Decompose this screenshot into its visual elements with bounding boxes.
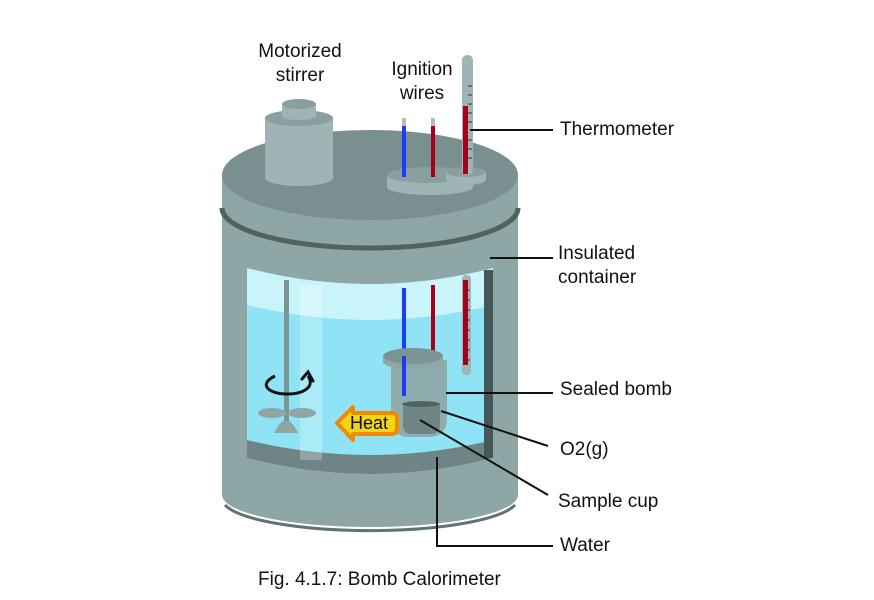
figure-caption: Fig. 4.1.7: Bomb Calorimeter <box>258 569 501 590</box>
red-ignition-wire <box>431 285 435 363</box>
blue-ignition-wire <box>402 288 406 396</box>
label-line: container <box>558 267 637 288</box>
label-heat: Heat <box>350 413 389 433</box>
sealed-bomb <box>383 348 447 437</box>
label-insulated-container: Insulated container <box>558 242 636 290</box>
water-window <box>247 268 493 474</box>
thermometer <box>446 55 486 375</box>
rotation-arrow-icon <box>264 369 315 396</box>
label-line: Motorized <box>258 41 342 62</box>
label-sample-cup: Sample cup <box>558 491 659 512</box>
label-ignition-wires: Ignition wires <box>385 58 459 106</box>
label-line: wires <box>399 83 445 104</box>
label-water: Water <box>560 535 610 556</box>
label-line: Insulated <box>558 243 636 264</box>
label-line: Ignition <box>391 59 453 80</box>
label-sealed-bomb: Sealed bomb <box>560 379 672 400</box>
label-motorized-stirrer: Motorized stirrer <box>258 40 342 88</box>
heat-arrow-icon <box>335 405 399 442</box>
label-o2: O2(g) <box>560 439 609 460</box>
label-line: stirrer <box>275 65 325 86</box>
label-thermometer: Thermometer <box>560 119 675 140</box>
stirrer-paddle <box>258 280 316 433</box>
motorized-stirrer <box>265 99 333 186</box>
leader-lines <box>419 129 553 547</box>
